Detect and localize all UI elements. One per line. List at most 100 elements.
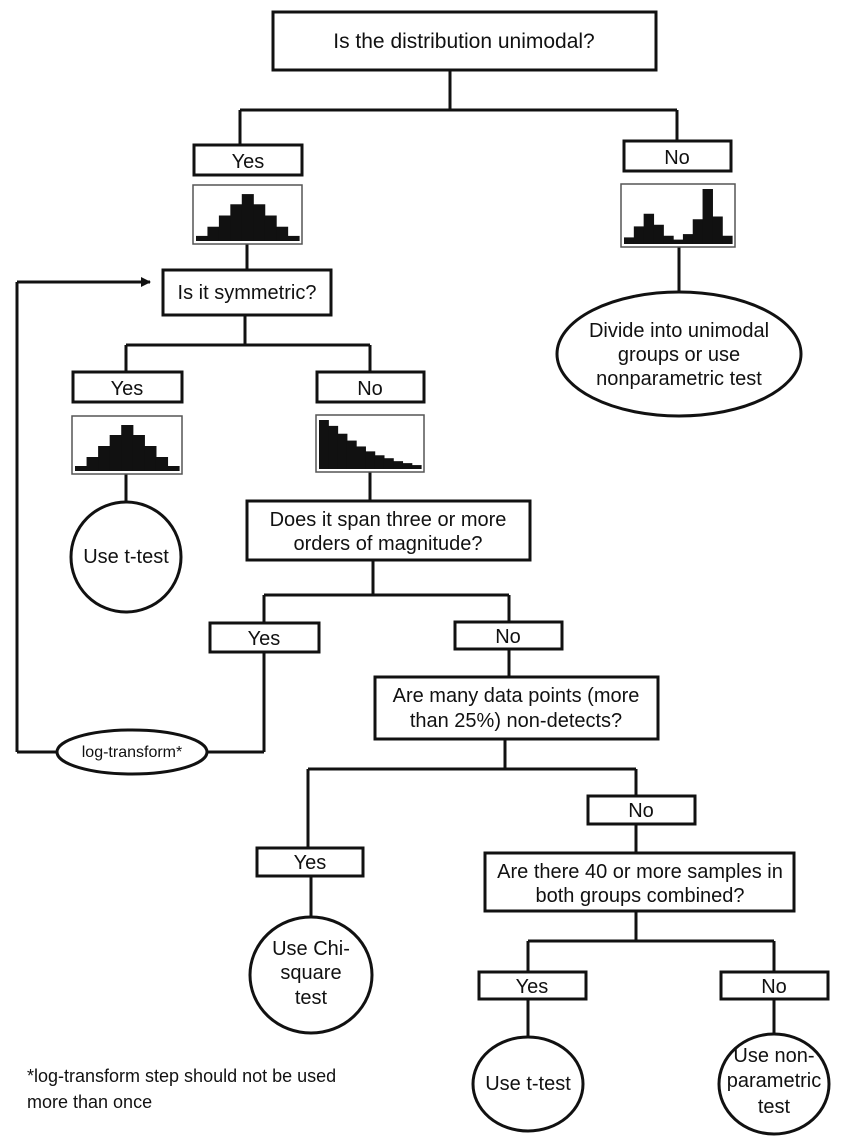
histogram-bar bbox=[121, 425, 134, 471]
use-nonparametric-node: Use non- parametric test bbox=[717, 1032, 831, 1136]
histogram-bar bbox=[264, 215, 277, 241]
question-samples-line-1: Are there 40 or more samples in bbox=[497, 861, 783, 883]
histogram-bar bbox=[365, 451, 376, 469]
footnote-line-1: *log-transform step should not be used bbox=[27, 1066, 336, 1086]
log-transform-text: log-transform* bbox=[82, 744, 182, 761]
histogram-bar bbox=[702, 189, 713, 244]
bimodal-histogram bbox=[620, 183, 736, 248]
question-samples-line-2: both groups combined? bbox=[535, 885, 744, 907]
histogram-bar bbox=[196, 235, 209, 241]
histogram-bar bbox=[356, 446, 366, 469]
answer-yes-samples: Yes bbox=[477, 970, 588, 1001]
histogram-bar bbox=[230, 204, 243, 241]
connectors bbox=[15, 70, 776, 1039]
histogram-bars bbox=[319, 420, 422, 469]
answer-yes-nondetects-text: Yes bbox=[294, 852, 327, 874]
nonparametric-line-1: Use non- bbox=[733, 1045, 814, 1067]
histogram-bar bbox=[663, 235, 674, 244]
normal-histogram-2 bbox=[71, 415, 183, 475]
use-t-test-2-text: Use t-test bbox=[485, 1073, 571, 1095]
histogram-bars bbox=[75, 425, 180, 471]
question-symmetric-text: Is it symmetric? bbox=[178, 282, 317, 304]
histogram-bar bbox=[86, 457, 99, 471]
nonparametric-line-3: test bbox=[758, 1096, 791, 1118]
answer-no-nondetects-text: No bbox=[628, 800, 654, 822]
histogram-bar bbox=[241, 194, 254, 241]
answer-no-symmetric-text: No bbox=[357, 378, 383, 400]
histogram-bar bbox=[682, 234, 694, 244]
histogram-bar bbox=[411, 465, 422, 469]
histogram-bar bbox=[337, 433, 348, 469]
answer-no-magnitude-text: No bbox=[495, 626, 521, 648]
question-nondetects: Are many data points (more than 25%) non… bbox=[373, 675, 660, 741]
histogram-bar bbox=[132, 435, 145, 471]
divide-line-3: nonparametric test bbox=[596, 368, 762, 390]
answer-no-magnitude: No bbox=[453, 620, 564, 651]
answer-yes-magnitude-text: Yes bbox=[248, 628, 281, 650]
answer-yes-samples-text: Yes bbox=[516, 976, 549, 998]
histogram-bar bbox=[155, 457, 169, 471]
question-magnitude-line-1: Does it span three or more bbox=[270, 509, 507, 531]
histogram-bar bbox=[218, 215, 231, 241]
footnote-line-2: more than once bbox=[27, 1092, 152, 1112]
question-symmetric: Is it symmetric? bbox=[161, 268, 333, 317]
answer-yes-symmetric: Yes bbox=[71, 370, 184, 404]
histogram-bar bbox=[109, 435, 122, 471]
question-nondetects-line-1: Are many data points (more bbox=[393, 685, 640, 707]
histogram-bar bbox=[167, 466, 180, 471]
histogram-bar bbox=[712, 216, 723, 244]
histogram-bar bbox=[692, 219, 704, 244]
histogram-bar bbox=[653, 224, 664, 244]
histogram-bar bbox=[402, 463, 413, 469]
question-unimodal-text: Is the distribution unimodal? bbox=[333, 30, 595, 53]
divide-groups-node: Divide into unimodal groups or use nonpa… bbox=[555, 290, 803, 418]
answer-yes-nondetects: Yes bbox=[255, 846, 365, 878]
histogram-bar bbox=[633, 226, 645, 244]
use-t-test-node-2: Use t-test bbox=[471, 1035, 585, 1133]
use-t-test-1-text: Use t-test bbox=[83, 546, 169, 568]
histogram-bars bbox=[196, 194, 300, 241]
histogram-bar bbox=[673, 239, 684, 244]
footnote: *log-transform step should not be used m… bbox=[27, 1066, 336, 1112]
question-samples: Are there 40 or more samples in both gro… bbox=[483, 851, 796, 913]
answer-no-unimodal-text: No bbox=[664, 147, 690, 169]
question-magnitude: Does it span three or more orders of mag… bbox=[245, 499, 532, 562]
histogram-bar bbox=[253, 204, 266, 241]
answer-yes-unimodal-text: Yes bbox=[232, 151, 265, 173]
divide-line-1: Divide into unimodal bbox=[589, 320, 769, 342]
answer-no-symmetric: No bbox=[315, 370, 426, 404]
answer-no-samples-text: No bbox=[761, 976, 787, 998]
answer-no-samples: No bbox=[719, 970, 830, 1001]
use-chi-square-node: Use Chi- square test bbox=[248, 915, 374, 1035]
chi-square-line-2: square bbox=[280, 962, 341, 984]
histogram-bar bbox=[643, 213, 655, 244]
answer-yes-symmetric-text: Yes bbox=[111, 378, 144, 400]
use-t-test-node-1: Use t-test bbox=[69, 500, 183, 614]
divide-line-2: groups or use bbox=[618, 344, 740, 366]
histogram-bar bbox=[346, 440, 357, 469]
histogram-bar bbox=[374, 455, 385, 469]
histogram-bar bbox=[276, 226, 289, 241]
nonparametric-line-2: parametric bbox=[727, 1070, 821, 1092]
histogram-bar bbox=[98, 446, 111, 471]
histogram-bar bbox=[328, 425, 339, 469]
histogram-bar bbox=[383, 458, 394, 469]
chi-square-line-3: test bbox=[295, 987, 328, 1009]
histogram-bar bbox=[319, 420, 329, 469]
histogram-bar bbox=[144, 446, 157, 471]
answer-no-unimodal: No bbox=[622, 139, 733, 173]
histogram-bar bbox=[624, 237, 635, 244]
answer-yes-unimodal: Yes bbox=[192, 143, 304, 177]
normal-histogram-1 bbox=[192, 184, 303, 245]
skewed-histogram bbox=[315, 414, 425, 473]
histogram-bar bbox=[75, 466, 88, 471]
histogram-bar bbox=[393, 461, 404, 469]
histogram-bar bbox=[722, 235, 733, 244]
chi-square-line-1: Use Chi- bbox=[272, 938, 350, 960]
question-nondetects-line-2: than 25%) non-detects? bbox=[410, 710, 622, 732]
histogram-bar bbox=[287, 235, 300, 241]
histogram-bar bbox=[207, 226, 220, 241]
answer-yes-magnitude: Yes bbox=[208, 621, 321, 654]
question-unimodal: Is the distribution unimodal? bbox=[271, 10, 658, 72]
